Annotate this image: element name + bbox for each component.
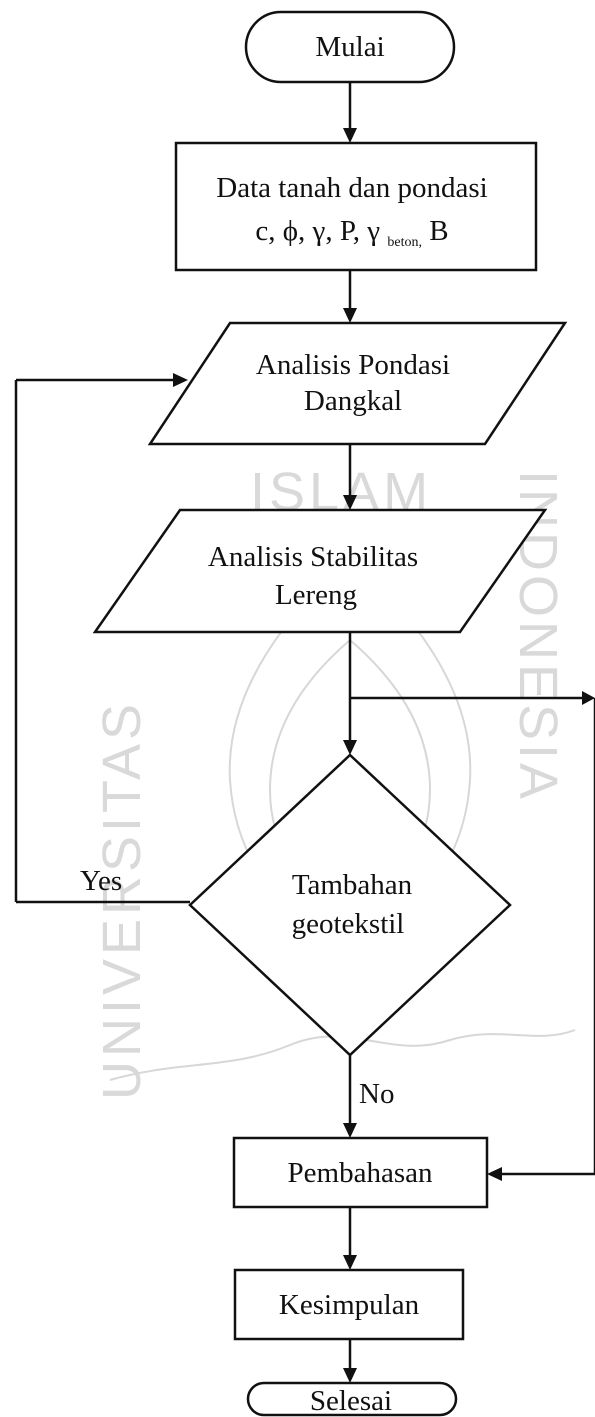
data-node: Data tanah dan pondasi c, ϕ, γ, P, γ bet…	[174, 141, 538, 272]
shallow-analysis-line-2: Dangkal	[304, 385, 402, 417]
no-label: No	[359, 1078, 394, 1110]
arrowhead-yes-loop	[173, 373, 188, 387]
slope-analysis-line-2: Lereng	[275, 579, 357, 611]
discussion-label: Pembahasan	[288, 1157, 433, 1189]
conclusion-node: Kesimpulan	[233, 1268, 465, 1341]
arrowhead-conclusion-to-end	[343, 1368, 357, 1383]
data-process-box	[174, 141, 538, 272]
discussion-box	[232, 1136, 489, 1209]
data-label-line-1: Data tanah dan pondasi	[216, 172, 487, 204]
discussion-node: Pembahasan	[232, 1136, 489, 1209]
slope-analysis-parallelogram	[92, 508, 548, 634]
end-label: Selesai	[310, 1385, 392, 1417]
decision-line-2: geotekstil	[292, 908, 405, 940]
end-node: Selesai	[246, 1381, 458, 1417]
start-label: Mulai	[315, 31, 384, 63]
arrowhead-start-to-data	[343, 128, 357, 143]
arrowhead-discussion-to-conclusion	[343, 1255, 357, 1270]
data-label-line-2: c, ϕ, γ, P, γ beton, B	[255, 215, 448, 253]
slope-analysis-line-1: Analisis Stabilitas	[208, 541, 418, 573]
arrowhead-data-to-shallow-analysis	[343, 308, 357, 323]
data-label-line-2-prefix: c, ϕ, γ, P, γ	[255, 215, 380, 247]
shallow-analysis-node: Analisis Pondasi Dangkal	[147, 321, 568, 446]
shallow-analysis-parallelogram	[147, 321, 568, 446]
decision-diamond	[188, 753, 512, 1057]
shallow-analysis-line-1: Analisis Pondasi	[256, 349, 450, 381]
data-label-line-2-subscript: beton,	[387, 235, 422, 250]
slope-analysis-node: Analisis Stabilitas Lereng	[92, 508, 548, 634]
arrowhead-right-bypass-to-discussion	[487, 1167, 502, 1181]
arrowhead-slope-to-decision	[343, 740, 357, 755]
arrowhead-shallow-to-slope-analysis	[343, 495, 357, 510]
data-label-line-2-suffix: B	[429, 215, 448, 247]
end-terminator	[246, 1381, 458, 1417]
arrowhead-right-bypass	[582, 691, 595, 705]
conclusion-label: Kesimpulan	[279, 1289, 420, 1321]
arrowhead-decision-to-discussion	[343, 1123, 357, 1138]
decision-node: Tambahan geotekstil	[188, 753, 512, 1057]
decision-line-1: Tambahan	[292, 869, 413, 901]
start-node: Mulai	[244, 10, 456, 84]
watermark-left-text: UNIVERSITAS	[92, 700, 152, 1100]
yes-label: Yes	[80, 865, 122, 897]
